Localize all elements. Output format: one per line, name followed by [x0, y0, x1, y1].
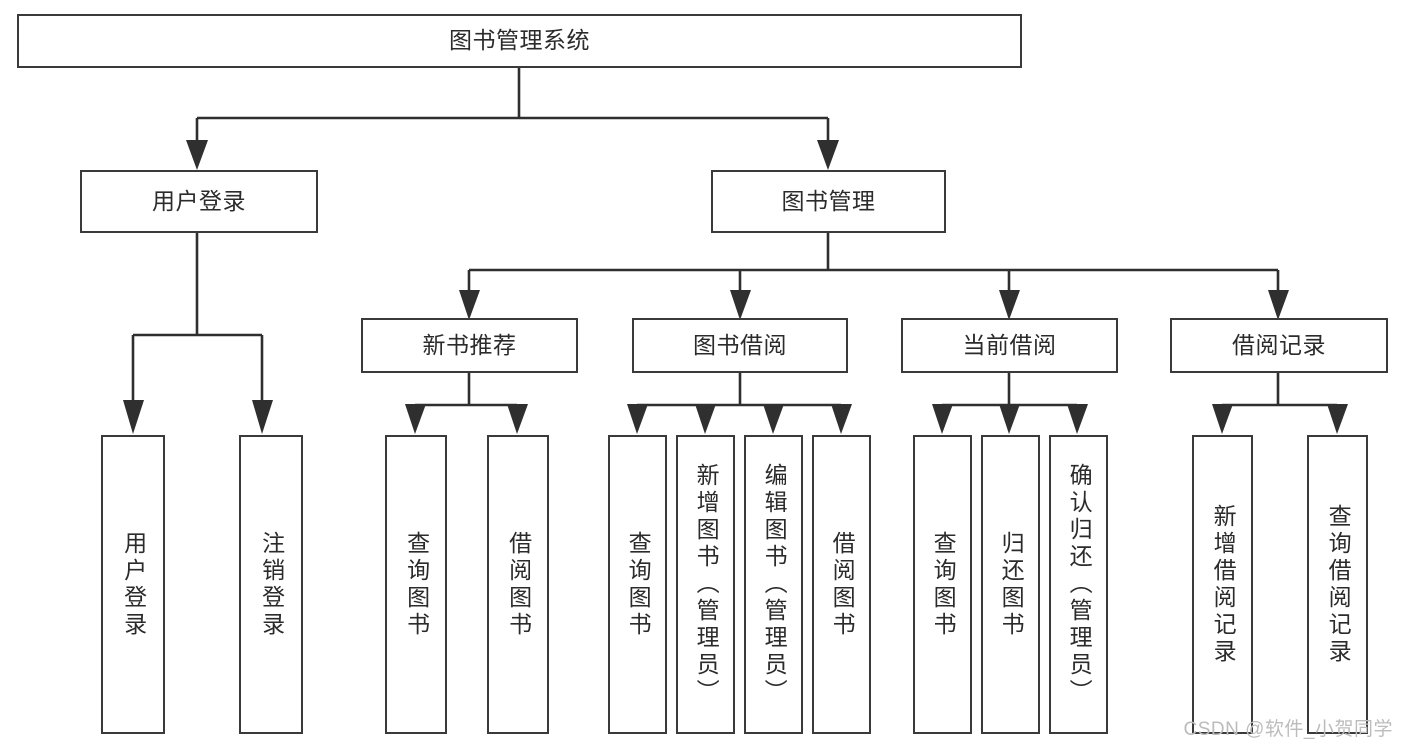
- leaf-book-borrow-0[interactable]: 查询图书: [608, 435, 667, 734]
- node-label: 查询图书: [625, 530, 652, 639]
- leaf-user-login-1[interactable]: 注销登录: [239, 435, 303, 734]
- node-label: 确认归还（管理员）: [1066, 463, 1093, 706]
- watermark-text: CSDN @软件_小贺同学: [1183, 719, 1393, 740]
- node-label: 当前借阅: [962, 331, 1057, 358]
- node-label: 用户登录: [152, 187, 246, 214]
- node-current-borrow[interactable]: 当前借阅: [901, 318, 1118, 373]
- node-label: 图书管理系统: [449, 27, 590, 54]
- book-mgmt-arrowheads: [459, 290, 1289, 320]
- leaf-borrow-record-1[interactable]: 查询借阅记录: [1307, 435, 1368, 734]
- borrow-record-arrowheads: [1212, 404, 1348, 434]
- leaf-new-book-recommend-0[interactable]: 查询图书: [385, 435, 447, 734]
- leaf-book-borrow-3[interactable]: 借阅图书: [812, 435, 871, 734]
- leaf-book-borrow-1[interactable]: 新增图书（管理员）: [676, 435, 735, 734]
- leaf-current-borrow-2[interactable]: 确认归还（管理员）: [1049, 435, 1108, 734]
- node-label: 借阅图书: [505, 530, 532, 639]
- node-label: 借阅记录: [1232, 331, 1326, 358]
- root-to-level2-connectors: [195, 68, 830, 150]
- node-book-management[interactable]: 图书管理: [711, 170, 946, 233]
- leaf-current-borrow-1[interactable]: 归还图书: [981, 435, 1040, 734]
- node-root-book-management-system[interactable]: 图书管理系统: [17, 14, 1022, 68]
- node-label: 查询借阅记录: [1325, 503, 1352, 666]
- node-label: 注销登录: [258, 530, 285, 639]
- leaf-user-login-0[interactable]: 用户登录: [101, 435, 165, 734]
- node-label: 新增借阅记录: [1210, 503, 1237, 666]
- node-label: 查询图书: [403, 530, 430, 639]
- leaf-current-borrow-0[interactable]: 查询图书: [913, 435, 972, 734]
- node-label: 归还图书: [998, 530, 1025, 639]
- node-label: 新增图书（管理员）: [693, 463, 720, 706]
- user-login-to-leaves-connectors: [131, 233, 264, 405]
- borrow-record-to-leaves-connectors: [1220, 373, 1339, 412]
- leaf-new-book-recommend-1[interactable]: 借阅图书: [487, 435, 549, 734]
- node-book-borrow[interactable]: 图书借阅: [632, 318, 848, 373]
- node-label: 借阅图书: [829, 530, 856, 639]
- node-user-login[interactable]: 用户登录: [80, 170, 318, 233]
- node-label: 图书管理: [781, 187, 876, 214]
- user-login-arrowheads: [123, 400, 273, 434]
- current-borrow-arrowheads: [932, 404, 1088, 434]
- new-book-arrowheads: [405, 404, 528, 434]
- root-arrowheads: [186, 140, 839, 170]
- leaf-borrow-record-0[interactable]: 新增借阅记录: [1192, 435, 1253, 734]
- node-label: 新书推荐: [422, 331, 517, 358]
- node-label: 用户登录: [120, 530, 147, 639]
- book-borrow-arrowheads: [627, 404, 852, 434]
- node-label: 编辑图书（管理员）: [761, 463, 788, 706]
- node-new-book-recommend[interactable]: 新书推荐: [361, 318, 578, 373]
- node-borrow-record[interactable]: 借阅记录: [1170, 318, 1388, 373]
- node-label: 图书借阅: [693, 331, 787, 358]
- node-label: 查询图书: [930, 530, 957, 639]
- new-book-to-leaves-connectors: [413, 373, 519, 412]
- book-mgmt-to-level3-connectors: [467, 233, 1280, 300]
- book-borrow-to-leaves-connectors: [635, 373, 843, 412]
- leaf-book-borrow-2[interactable]: 编辑图书（管理员）: [744, 435, 803, 734]
